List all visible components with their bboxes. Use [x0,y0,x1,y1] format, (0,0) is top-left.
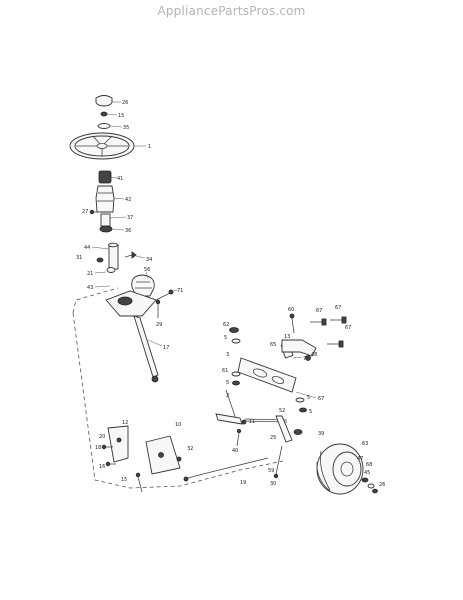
washer-5c [295,397,307,413]
steering-cap [95,95,113,107]
callout-7: 7 [303,356,306,362]
callout-29: 29 [156,322,162,328]
callout-67c: 67 [345,325,351,331]
callout-67b: 67 [335,305,341,311]
callout-39: 39 [318,431,324,437]
callout-12: 12 [122,420,128,426]
callout-48: 48 [311,352,317,358]
washer-21 [106,267,116,273]
callout-26b: 26 [379,482,385,488]
steering-wheel [69,132,135,160]
watermark: AppliancePartsPros.com [157,4,306,18]
callout-3: 3 [226,352,229,358]
front-wheel [316,443,364,495]
callout-36: 36 [125,228,131,234]
callout-59: 59 [268,468,274,474]
bolt-18 [101,444,113,450]
washer-5a [231,338,241,344]
callout-47: 47 [357,456,363,462]
washer [97,123,111,129]
steering-adapter [98,170,112,184]
bolt-67b [330,316,347,324]
callout-43: 43 [87,285,93,291]
frame-outline [72,287,284,489]
callout-20: 20 [99,434,105,440]
callout-37: 37 [127,215,133,221]
callout-30: 30 [270,481,276,487]
callout-56: 56 [144,267,150,273]
hex-nut [100,111,108,117]
bolt-67a [310,318,327,326]
callout-41: 41 [117,176,123,182]
callout-1: 1 [148,144,151,150]
callout-65: 65 [270,342,276,348]
callout-35: 35 [123,125,129,131]
column-bushing [99,213,113,233]
callout-60: 60 [288,307,294,313]
steering-shaft [108,242,119,270]
callout-5a: 5 [224,335,227,341]
callout-5d: 5 [309,409,312,415]
bolt-27 [89,209,101,215]
callout-32: 32 [187,446,193,452]
callout-19: 19 [240,480,246,486]
callout-68: 68 [366,462,372,468]
bolt-10 [135,472,143,493]
callout-16: 16 [99,464,105,470]
callout-31: 31 [76,255,82,261]
leader-lines [91,101,317,399]
spindle-right [273,415,303,479]
steering-boot [95,185,115,213]
callout-67: 67 [316,308,322,314]
callout-62: 62 [223,322,229,328]
drag-rod-12 [183,457,269,482]
bolt-40 [236,428,241,447]
bolt-67c [327,340,344,348]
callout-52: 52 [279,408,285,414]
callout-63: 63 [362,441,368,447]
callout-15b: 15 [121,477,127,483]
callout-13: 13 [284,334,290,340]
axle-bracket-48 [281,339,317,361]
callout-45: 45 [364,470,370,476]
bolt-29 [155,299,161,318]
callout-2: 2 [226,393,229,399]
pinion-gear [131,274,155,297]
bolt-16 [105,461,116,467]
callout-17: 17 [163,345,169,351]
callout-10: 10 [175,422,181,428]
bolt-60 [289,313,295,334]
callout-27: 27 [82,209,88,215]
callout-5b: 5 [226,380,229,386]
bolt-34 [124,251,137,259]
washer-5b [231,371,241,386]
bushing-62 [229,327,239,333]
front-axle [237,357,297,393]
steering-bracket [105,289,174,317]
callout-44: 44 [84,245,90,251]
spindle-left [215,389,247,425]
callout-11: 11 [249,419,255,425]
callout-42: 42 [125,197,131,203]
wheel-hub-fasteners [361,477,378,494]
callout-71: 71 [177,288,183,294]
callout-18: 18 [95,445,101,451]
callout-15: 15 [118,113,124,119]
callout-61: 61 [222,368,228,374]
drag-link [133,315,159,383]
callout-34: 34 [146,257,152,263]
callout-21: 21 [87,271,93,277]
bracket-20 [107,425,129,463]
bolt-31 [96,257,104,263]
steering-plate [145,435,182,475]
callout-25: 25 [270,435,276,441]
callout-67d: 67 [318,396,324,402]
callout-26a: 26 [122,100,128,106]
callout-40: 40 [232,448,238,454]
callout-5c: 5 [307,395,310,401]
